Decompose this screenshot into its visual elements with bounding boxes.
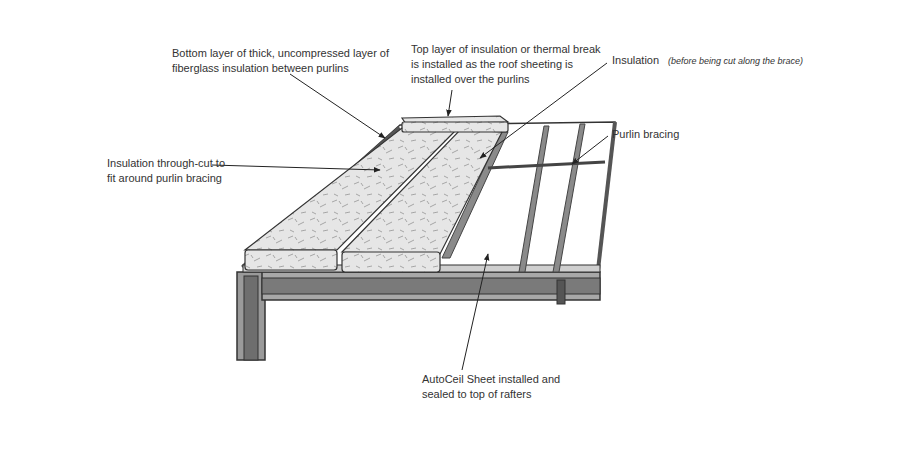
top-insulation-layer	[402, 116, 508, 132]
callout-label: Bottom layer of thick, uncompressed laye…	[172, 46, 408, 76]
callout-label: Insulation	[612, 53, 659, 68]
callout-label: (before being cut along the brace)	[668, 55, 803, 67]
callout-label: Purlin bracing	[612, 127, 679, 142]
purlin-bracing	[488, 162, 605, 168]
deck-edge	[598, 122, 615, 270]
insulation-batt	[245, 128, 502, 272]
steel-column	[237, 272, 265, 360]
callout-label: AutoCeil Sheet installed and sealed to t…	[422, 372, 587, 402]
callout-label: Insulation through-cut to fit around pur…	[107, 156, 231, 186]
leader-line	[212, 63, 608, 370]
callout-label: Top layer of insulation or thermal break…	[411, 42, 603, 87]
rafter-beam	[262, 272, 600, 304]
